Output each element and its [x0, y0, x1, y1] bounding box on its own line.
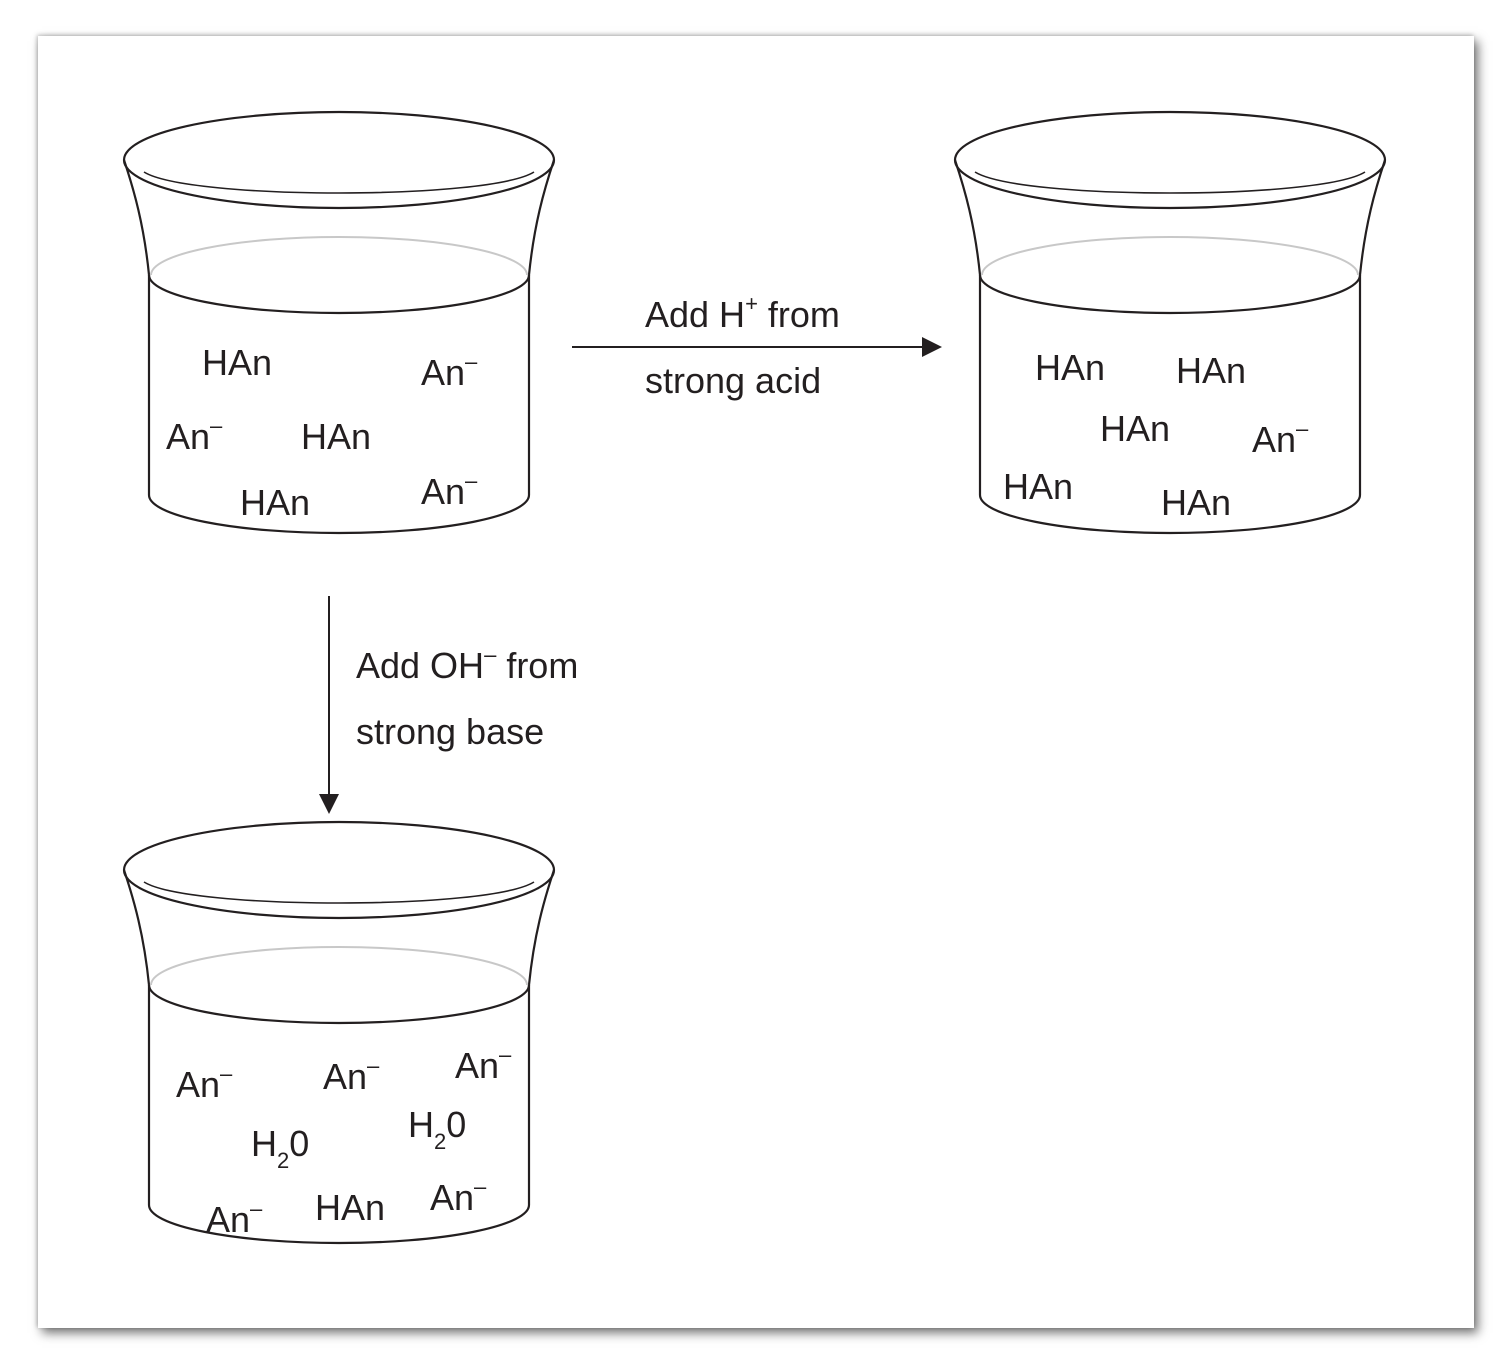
species-label: HAn — [1161, 482, 1231, 523]
beaker-after-base: An– An– An– H20 H20 An– HAn An– — [122, 820, 556, 1245]
water-label: H20 — [408, 1104, 466, 1154]
acid-arrow-label-line1: Add H+ from — [645, 291, 840, 335]
species-label: HAn — [1035, 347, 1105, 388]
species-label: HAn — [1003, 466, 1073, 507]
species-label: An– — [455, 1042, 512, 1086]
species-label: HAn — [315, 1187, 385, 1228]
base-arrow-label-line2: strong base — [356, 711, 544, 752]
arrowhead-down-icon — [319, 794, 339, 814]
acid-arrow-label-line2: strong acid — [645, 360, 821, 401]
beaker-initial: HAn An– An– HAn HAn An– — [122, 110, 556, 535]
species-label: An– — [430, 1174, 487, 1218]
base-arrow: Add OH– from strong base — [319, 596, 578, 814]
beaker-after-acid: HAn HAn HAn An– HAn HAn — [953, 110, 1387, 535]
arrowhead-right-icon — [922, 337, 942, 357]
water-label: H20 — [251, 1123, 309, 1173]
species-label: HAn — [301, 416, 371, 457]
species-label: An– — [166, 413, 223, 457]
species-label: An– — [1252, 416, 1309, 460]
acid-arrow: Add H+ from strong acid — [572, 291, 942, 401]
species-label: HAn — [1100, 408, 1170, 449]
species-label: HAn — [240, 482, 310, 523]
species-label: HAn — [202, 342, 272, 383]
species-label: An– — [421, 468, 478, 512]
species-label: An– — [206, 1196, 263, 1240]
species-label: HAn — [1176, 350, 1246, 391]
species-label: An– — [421, 349, 478, 393]
species-label: An– — [323, 1053, 380, 1097]
base-arrow-label-line1: Add OH– from — [356, 642, 578, 686]
species-label: An– — [176, 1061, 233, 1105]
